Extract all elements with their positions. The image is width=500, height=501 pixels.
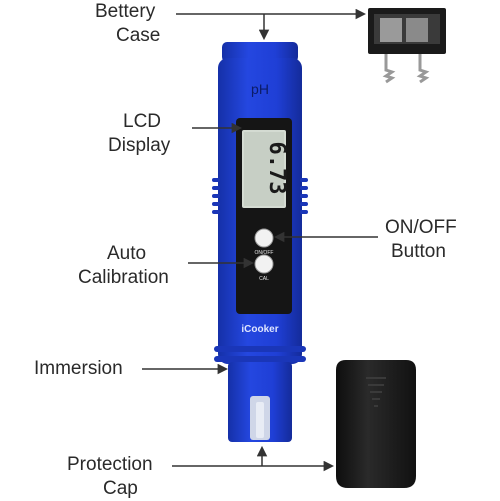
on-off-button-label: ON/OFF Button [385, 216, 457, 264]
lcd-display-label-line2: Display [108, 135, 171, 156]
battery-case-image [368, 8, 446, 84]
on-off-button-text: ON/OFF [255, 250, 274, 256]
auto-calibration-label-line2: Calibration [78, 267, 169, 288]
battery-case-label-line1: Bettery [95, 1, 156, 22]
lcd-display-label: LCD Display [108, 110, 170, 158]
protection-cap-label-line2: Cap [103, 478, 138, 499]
on-off-button-label-line1: ON/OFF [385, 217, 457, 238]
pointer-battery-case [176, 8, 367, 41]
auto-calibration-label: Auto Calibration [78, 242, 169, 290]
brand-logo-text: iCooker [241, 324, 278, 335]
lcd-reading: 6.73 [264, 142, 289, 195]
ph-text: pH [251, 81, 269, 97]
lcd-screen [242, 130, 286, 208]
immersion-label-text: Immersion [34, 358, 123, 379]
auto-calibration-label-line1: Auto [107, 243, 147, 264]
protection-cap-image [336, 360, 416, 488]
lcd-display-label-line1: LCD [123, 111, 162, 132]
cal-button[interactable] [254, 254, 274, 274]
immersion-label: Immersion [34, 357, 123, 381]
on-off-button[interactable] [254, 228, 274, 248]
protection-cap-label-line1: Protection [67, 454, 153, 475]
pointer-protection-cap [172, 445, 335, 472]
battery-case-label: Bettery Case [95, 0, 160, 48]
cal-button-text: CAL [259, 276, 269, 282]
battery-case-label-line2: Case [116, 25, 161, 46]
on-off-button-label-line2: Button [391, 241, 446, 262]
protection-cap-label: Protection Cap [67, 453, 153, 501]
